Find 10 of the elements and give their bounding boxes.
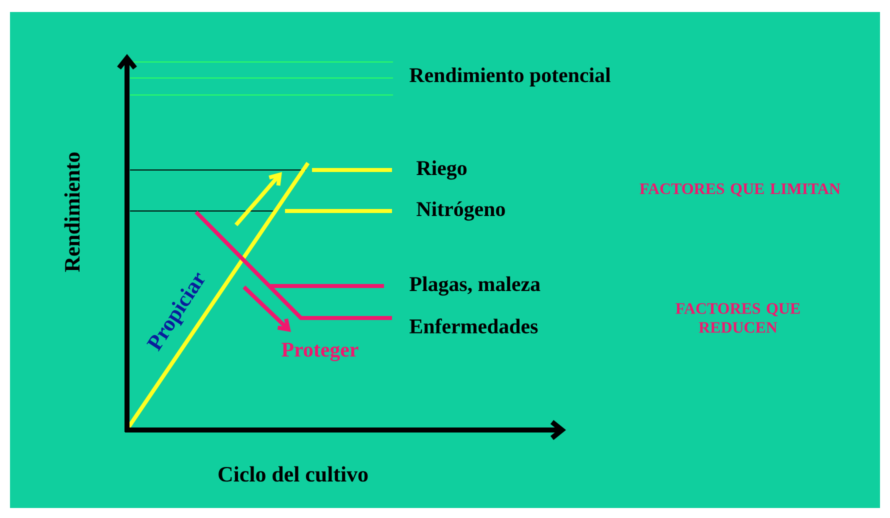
- arrow-label: Proteger: [282, 342, 358, 362]
- factor-label: Nitrógeno: [416, 201, 505, 221]
- axis-label-text: Rendimiento potencial: [410, 68, 610, 86]
- group-label: FACTORES QUE REDUCEN: [676, 303, 800, 333]
- axis-title: Rendimiento: [64, 152, 80, 272]
- factor-label: Enfermedades: [410, 318, 538, 334]
- group-label: FACTORES QUE LIMITAN: [640, 183, 840, 197]
- factor-label: Riego: [416, 160, 467, 180]
- axis-title: Ciclo del cultivo: [218, 466, 368, 482]
- factor-label: Plagas, maleza: [410, 276, 540, 296]
